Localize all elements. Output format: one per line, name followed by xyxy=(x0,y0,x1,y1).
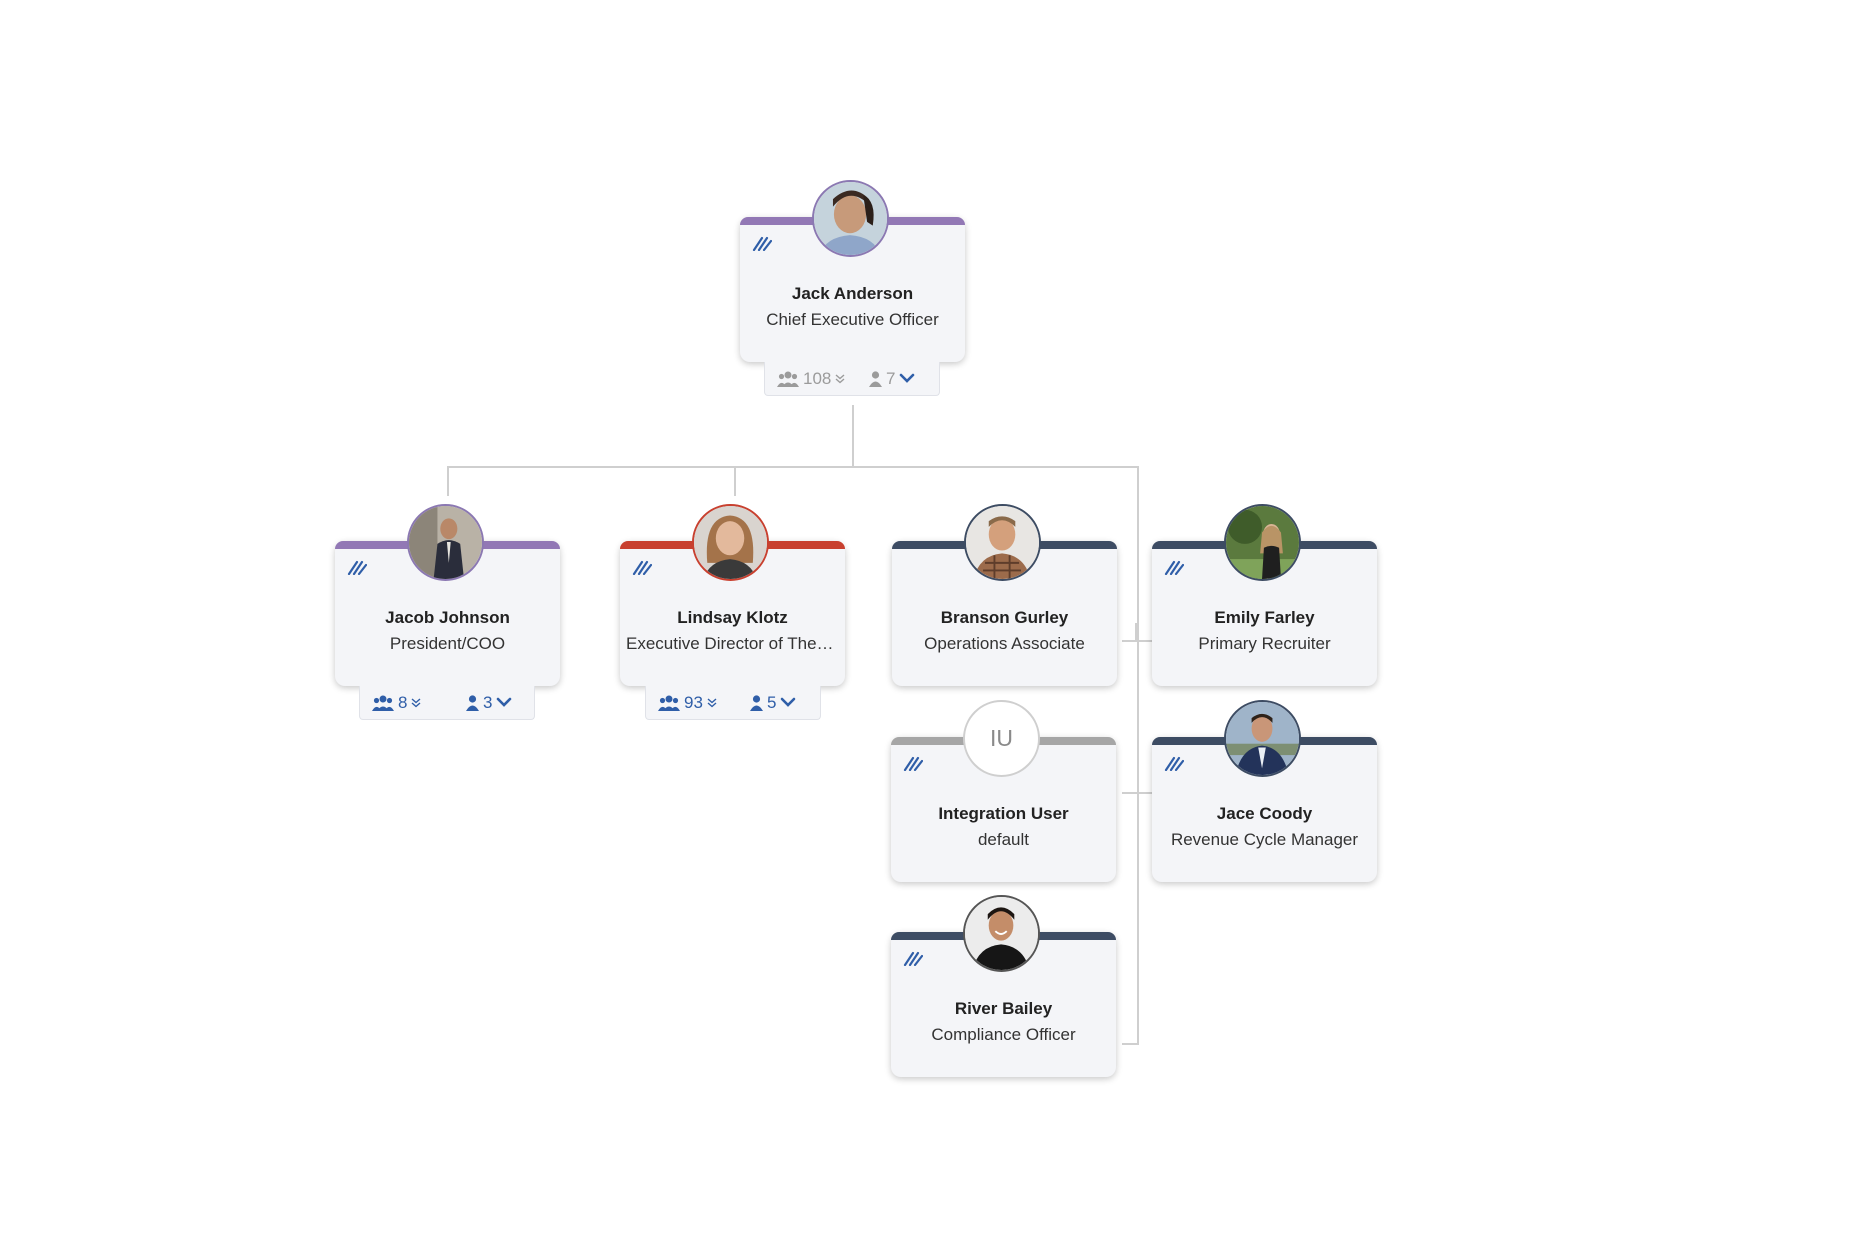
team-count-toggle[interactable]: 8 xyxy=(372,686,421,719)
team-count-toggle[interactable]: 93 xyxy=(658,686,717,719)
avatar-initials: IU xyxy=(963,700,1040,777)
team-count: 93 xyxy=(684,693,703,713)
stats-bar-jacob-johnson: 8 3 xyxy=(359,686,535,720)
person-name: Emily Farley xyxy=(1158,608,1371,628)
connector-branch-upper xyxy=(1135,623,1137,641)
avatar xyxy=(812,180,889,257)
direct-count: 5 xyxy=(767,693,776,713)
brand-logo-icon xyxy=(632,559,652,575)
direct-count-toggle[interactable]: 3 xyxy=(466,686,512,719)
direct-count: 3 xyxy=(483,693,492,713)
brand-logo-icon xyxy=(347,559,367,575)
person-name: Jack Anderson xyxy=(746,284,959,304)
connector-horizontal xyxy=(447,466,1139,468)
person-card-branson-gurley[interactable]: Branson Gurley Operations Associate xyxy=(892,541,1117,686)
person-title: Revenue Cycle Manager xyxy=(1158,830,1371,850)
brand-logo-icon xyxy=(903,950,923,966)
team-count: 8 xyxy=(398,693,407,713)
direct-count-toggle[interactable]: 7 xyxy=(869,362,915,395)
person-title: Primary Recruiter xyxy=(1158,634,1371,654)
connector-row3 xyxy=(1122,1043,1139,1045)
avatar xyxy=(1224,504,1301,581)
connector-row1 xyxy=(1122,640,1155,642)
direct-count: 7 xyxy=(886,369,895,389)
connector-row2 xyxy=(1122,792,1155,794)
person-title: President/COO xyxy=(341,634,554,654)
brand-logo-icon xyxy=(1164,559,1184,575)
person-name: Lindsay Klotz xyxy=(626,608,839,628)
brand-logo-icon xyxy=(903,755,923,771)
brand-logo-icon xyxy=(1164,755,1184,771)
person-card-jacob-johnson[interactable]: Jacob Johnson President/COO xyxy=(335,541,560,686)
person-name: River Bailey xyxy=(897,999,1110,1019)
person-name: Integration User xyxy=(897,804,1110,824)
team-count-toggle[interactable]: 108 xyxy=(777,362,845,395)
person-card-jace-coody[interactable]: Jace Coody Revenue Cycle Manager xyxy=(1152,737,1377,882)
person-card-jack-anderson[interactable]: Jack Anderson Chief Executive Officer xyxy=(740,217,965,362)
user-icon xyxy=(869,371,882,387)
chevron-down-icon[interactable] xyxy=(780,697,796,708)
chevron-down-icon[interactable] xyxy=(899,373,915,384)
avatar xyxy=(1224,700,1301,777)
person-title: Operations Associate xyxy=(898,634,1111,654)
user-icon xyxy=(750,695,763,711)
person-card-integration-user[interactable]: IU Integration User default xyxy=(891,737,1116,882)
connector-trunk xyxy=(1137,466,1139,1044)
double-chevron-down-icon xyxy=(835,374,845,384)
double-chevron-down-icon xyxy=(707,698,717,708)
connector-ceo-down xyxy=(852,405,854,467)
brand-logo-icon xyxy=(752,235,772,251)
avatar xyxy=(964,504,1041,581)
stats-bar-jack-anderson: 108 7 xyxy=(764,362,940,396)
person-card-lindsay-klotz[interactable]: Lindsay Klotz Executive Director of Ther… xyxy=(620,541,845,686)
person-title: Executive Director of Therapy xyxy=(626,634,839,654)
connector-lindsay xyxy=(734,466,736,496)
users-icon xyxy=(372,695,394,711)
double-chevron-down-icon xyxy=(411,698,421,708)
users-icon xyxy=(777,371,799,387)
connector-jacob xyxy=(447,466,449,496)
person-name: Jacob Johnson xyxy=(341,608,554,628)
team-count: 108 xyxy=(803,369,831,389)
users-icon xyxy=(658,695,680,711)
avatar xyxy=(407,504,484,581)
person-card-emily-farley[interactable]: Emily Farley Primary Recruiter xyxy=(1152,541,1377,686)
avatar xyxy=(692,504,769,581)
person-card-river-bailey[interactable]: River Bailey Compliance Officer xyxy=(891,932,1116,1077)
person-title: Chief Executive Officer xyxy=(746,310,959,330)
person-title: Compliance Officer xyxy=(897,1025,1110,1045)
user-icon xyxy=(466,695,479,711)
avatar xyxy=(963,895,1040,972)
direct-count-toggle[interactable]: 5 xyxy=(750,686,796,719)
person-name: Jace Coody xyxy=(1158,804,1371,824)
person-name: Branson Gurley xyxy=(898,608,1111,628)
stats-bar-lindsay-klotz: 93 5 xyxy=(645,686,821,720)
chevron-down-icon[interactable] xyxy=(496,697,512,708)
person-title: default xyxy=(897,830,1110,850)
